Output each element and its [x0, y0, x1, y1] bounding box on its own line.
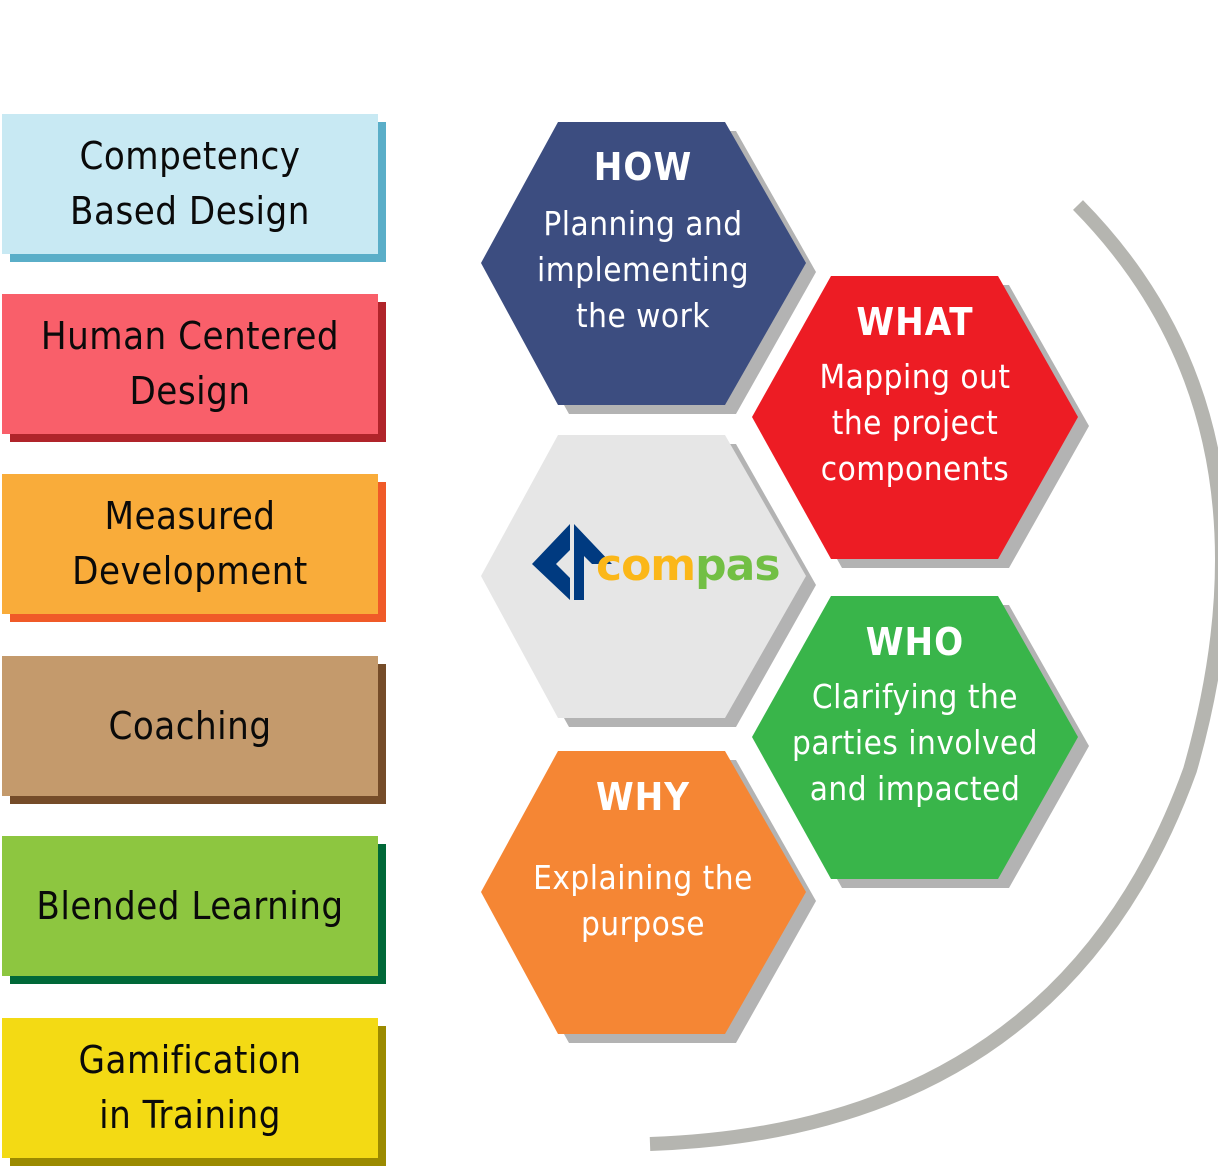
hexagon-what-text: WHAT Mapping out the project components: [765, 300, 1065, 492]
approach-label: Competency Based Design: [70, 134, 310, 233]
hexagon-who-text: WHO Clarifying the parties involved and …: [765, 620, 1065, 812]
hexagon-title: WHY: [595, 775, 691, 819]
hexagon-how: [481, 122, 816, 414]
hexagon-body: Planning and implementing the work: [536, 204, 750, 335]
hexagon-body: Clarifying the parties involved and impa…: [791, 677, 1039, 808]
decorative-arc: [649, 200, 1218, 1151]
hexagon-body: Explaining the purpose: [533, 858, 753, 943]
hexagon-how-text: HOW Planning and implementing the work: [493, 145, 793, 339]
hexagon-who: [752, 596, 1089, 888]
approach-label: Coaching: [108, 703, 272, 748]
approach-label: Measured Development: [72, 494, 308, 593]
approach-blended-learning: Blended Learning: [2, 836, 386, 984]
wordmark-part1: com: [596, 540, 696, 591]
compas-mark-icon: [532, 524, 612, 600]
hexagon-center: [481, 435, 816, 727]
approach-coaching: Coaching: [2, 656, 386, 804]
hexagon-title: WHAT: [856, 300, 974, 344]
approach-label: Blended Learning: [36, 883, 344, 928]
hexagon-title: WHO: [865, 620, 965, 664]
approach-measured-development: Measured Development: [2, 474, 386, 622]
approach-competency-based-design: Competency Based Design: [2, 114, 386, 262]
wordmark-part2: pas: [695, 540, 780, 591]
approach-label: Gamification in Training: [78, 1038, 302, 1137]
compas-wordmark: compas: [596, 540, 781, 591]
compas-logo: compas: [528, 522, 781, 612]
hexagon-title: HOW: [593, 145, 693, 189]
hexagon-what: [752, 276, 1089, 568]
approach-gamification-in-training: Gamification in Training: [2, 1018, 386, 1166]
hexagon-why-text: WHY Explaining the purpose: [493, 775, 793, 947]
hexagon-body: Mapping out the project components: [819, 357, 1011, 488]
hexagon-why: [481, 751, 816, 1043]
approach-label: Human Centered Design: [40, 314, 340, 413]
approach-human-centered-design: Human Centered Design: [2, 294, 386, 442]
